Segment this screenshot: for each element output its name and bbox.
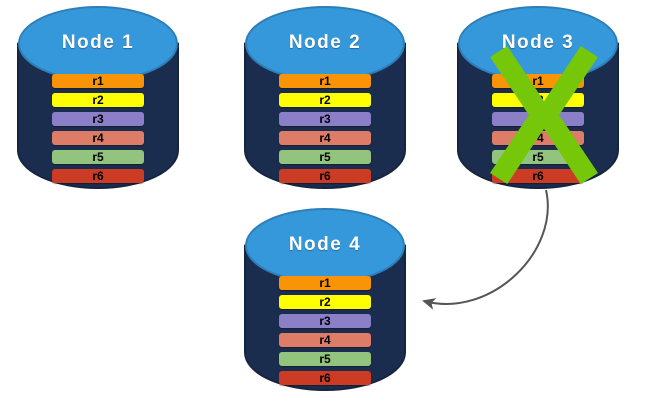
row-label: r3: [319, 112, 331, 126]
row-bar[interactable]: r5: [52, 150, 144, 164]
row-bar[interactable]: r2: [492, 93, 584, 107]
row-label: r3: [532, 112, 544, 126]
cylinder-top-ellipse: [18, 6, 178, 82]
row-bar[interactable]: r5: [492, 150, 584, 164]
row-label: r6: [92, 169, 104, 183]
row-bar[interactable]: r1: [279, 276, 371, 290]
row-label: r5: [92, 150, 104, 164]
row-label: r1: [92, 74, 104, 88]
row-label: r6: [319, 371, 331, 385]
cylinder-top-ellipse: [245, 208, 405, 284]
row-label: r4: [319, 333, 331, 347]
row-bar[interactable]: r4: [492, 131, 584, 145]
row-label: r4: [319, 131, 331, 145]
row-bar[interactable]: r3: [279, 112, 371, 126]
row-bar[interactable]: r2: [279, 93, 371, 107]
cylinder-top-ellipse: [458, 6, 618, 82]
row-label: r2: [92, 93, 104, 107]
row-label: r1: [319, 74, 331, 88]
row-label: r3: [92, 112, 104, 126]
row-label: r2: [319, 295, 331, 309]
row-label: r3: [319, 314, 331, 328]
row-label: r2: [532, 93, 544, 107]
row-bar[interactable]: r3: [52, 112, 144, 126]
row-bar[interactable]: r5: [279, 352, 371, 366]
row-bar[interactable]: r4: [52, 131, 144, 145]
row-label: r6: [532, 169, 544, 183]
row-label: r4: [532, 131, 544, 145]
row-bar[interactable]: r4: [279, 131, 371, 145]
row-bar[interactable]: r5: [279, 150, 371, 164]
row-label: r6: [319, 169, 331, 183]
row-bar[interactable]: r2: [279, 295, 371, 309]
row-label: r1: [532, 74, 544, 88]
row-bar[interactable]: r1: [492, 74, 584, 88]
row-bar[interactable]: r6: [279, 169, 371, 183]
row-label: r5: [319, 150, 331, 164]
row-label: r2: [319, 93, 331, 107]
cylinder-top-ellipse: [245, 6, 405, 82]
row-label: r5: [532, 150, 544, 164]
row-label: r4: [92, 131, 104, 145]
row-bar[interactable]: r1: [279, 74, 371, 88]
row-bar[interactable]: r1: [52, 74, 144, 88]
row-label: r1: [319, 276, 331, 290]
row-bar[interactable]: r6: [279, 371, 371, 385]
row-bar[interactable]: r6: [52, 169, 144, 183]
row-label: r5: [319, 352, 331, 366]
row-bar[interactable]: r3: [279, 314, 371, 328]
row-bar[interactable]: r2: [52, 93, 144, 107]
row-bar[interactable]: r4: [279, 333, 371, 347]
row-bar[interactable]: r3: [492, 112, 584, 126]
row-bar[interactable]: r6: [492, 169, 584, 183]
